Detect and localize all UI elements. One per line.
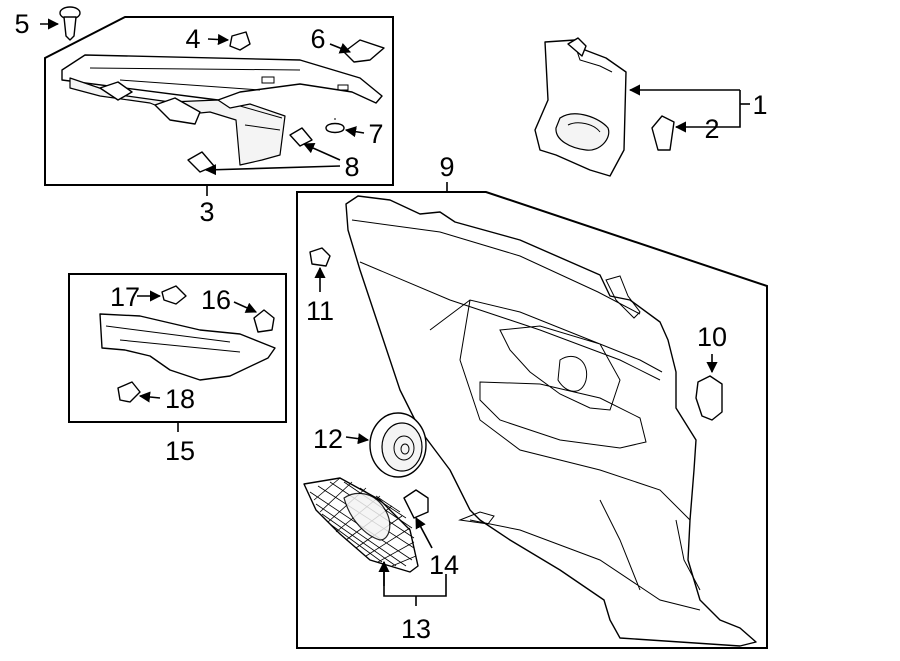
clip-14 (403, 489, 429, 519)
clip-6 (343, 39, 385, 63)
group-3-box (44, 16, 394, 196)
callout-14: 14 (429, 550, 459, 580)
callout-9: 9 (439, 152, 454, 182)
callout-1: 1 (752, 90, 767, 120)
trim-handle-pocket (555, 113, 610, 151)
callout-13: 13 (401, 614, 431, 644)
clip-8a (289, 127, 313, 147)
bolt-18 (117, 381, 141, 403)
callout-18: 18 (165, 384, 195, 414)
callout-labels: 5 4 6 7 8 3 1 2 9 17 16 18 15 11 10 12 1… (14, 9, 767, 644)
speaker-grille-13 (303, 477, 419, 573)
callout-7: 7 (368, 119, 383, 149)
clip-8b (187, 151, 215, 173)
group-15-box (68, 273, 287, 432)
clip-2 (651, 115, 675, 151)
screw-7 (325, 122, 345, 134)
group-1-2 (534, 37, 750, 177)
fastener-16 (253, 309, 275, 333)
clip-4 (229, 31, 251, 51)
callout-17: 17 (110, 282, 140, 312)
upper-trim-body (69, 77, 286, 166)
callout-16: 16 (201, 285, 231, 315)
callout-3: 3 (199, 197, 214, 227)
callout-15: 15 (165, 436, 195, 466)
group-9-box (296, 182, 768, 649)
callout-2: 2 (704, 114, 719, 144)
clip-10 (695, 375, 723, 421)
callout-4: 4 (185, 24, 200, 54)
clip-17 (161, 285, 187, 305)
callout-6: 6 (310, 24, 325, 54)
upper-trim-panel (61, 54, 383, 104)
speaker-12 (369, 412, 427, 478)
clip-11 (309, 247, 331, 267)
quarter-trim-panel (345, 195, 757, 647)
callout-10: 10 (697, 322, 727, 352)
callout-11: 11 (306, 296, 334, 326)
callout-12: 12 (313, 424, 343, 454)
push-pin-5 (40, 6, 81, 41)
callout-5: 5 (14, 9, 29, 39)
callout-8: 8 (344, 152, 359, 182)
